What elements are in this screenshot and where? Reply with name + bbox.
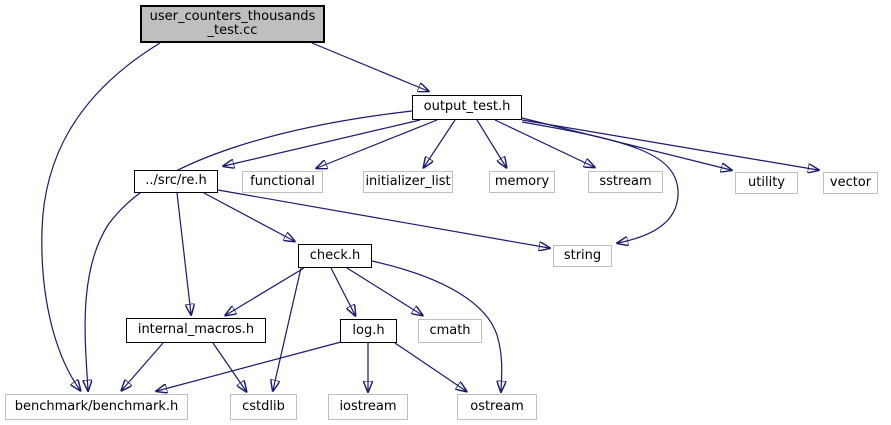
node-label: cmath (429, 322, 471, 338)
main-node-label-line1: user_counters_thousands (149, 8, 316, 24)
node-ostream: ostream (457, 394, 537, 420)
node-initializer-list: initializer_list (363, 171, 453, 193)
node-cmath: cmath (418, 319, 482, 343)
node-string: string (553, 245, 612, 267)
node-label: benchmark/benchmark.h (14, 398, 179, 414)
node-check-h[interactable]: check.h (298, 244, 372, 268)
node-utility: utility (735, 172, 798, 194)
edge-re-to-check (203, 192, 294, 241)
node-internal-macros-h[interactable]: internal_macros.h (126, 318, 266, 343)
node-label: utility (748, 174, 785, 190)
node-functional: functional (242, 171, 323, 193)
edge-log-to-benchmark (157, 341, 342, 391)
edge-internal-macros-to-benchmark (122, 342, 164, 390)
edge-internal-macros-to-cstdlib (212, 342, 246, 391)
node-label: functional (250, 173, 315, 189)
node-output-test-h[interactable]: output_test.h (412, 95, 522, 120)
edge-check-to-internal-macros (226, 267, 305, 315)
node-label: cstdlib (242, 398, 285, 414)
node-label: initializer_list (365, 173, 451, 189)
edge-check-to-log (330, 267, 355, 315)
node-sstream: sstream (588, 171, 663, 193)
edge-cc-to-output-test (311, 42, 428, 91)
node-user-counters-thousands-test-cc: user_counters_thousands _test.cc (140, 5, 325, 43)
node-label: check.h (309, 247, 361, 263)
main-node-label-line2: _test.cc (207, 23, 258, 38)
edge-output-test-to-benchmark (85, 110, 413, 390)
node-label: vector (829, 174, 872, 190)
edge-re-to-string (217, 189, 549, 248)
node-src-re-h[interactable]: ../src/re.h (134, 170, 218, 193)
edge-log-to-ostream (394, 342, 466, 391)
edge-cc-to-benchmark (41, 42, 161, 390)
node-log-h[interactable]: log.h (340, 319, 397, 343)
edge-output-test-to-functional (317, 119, 438, 168)
node-cstdlib: cstdlib (230, 394, 297, 420)
node-iostream: iostream (328, 394, 408, 420)
edge-output-test-to-string (521, 121, 679, 243)
edge-output-test-to-memory (476, 119, 506, 167)
edge-output-test-to-initializer-list (424, 119, 456, 167)
node-label: memory (494, 173, 550, 189)
edge-output-test-to-re (224, 119, 421, 166)
node-label: ../src/re.h (145, 173, 207, 189)
node-label: string (563, 247, 602, 263)
edge-check-to-cstdlib (273, 267, 302, 390)
node-label: iostream (339, 398, 397, 414)
edge-check-to-cmath (346, 267, 422, 315)
node-vector: vector (823, 172, 878, 194)
edge-output-test-to-vector (521, 119, 818, 170)
node-label: sstream (599, 173, 652, 189)
node-benchmark-benchmark-h: benchmark/benchmark.h (5, 394, 188, 420)
edge-check-to-ostream (371, 260, 502, 391)
node-memory: memory (489, 171, 555, 193)
node-label: log.h (352, 322, 385, 338)
node-label: ostream (470, 398, 524, 414)
edge-output-test-to-sstream (494, 119, 594, 167)
node-label: output_test.h (423, 99, 511, 115)
node-label: internal_macros.h (137, 322, 255, 338)
edge-re-to-internal-macros (176, 192, 191, 314)
